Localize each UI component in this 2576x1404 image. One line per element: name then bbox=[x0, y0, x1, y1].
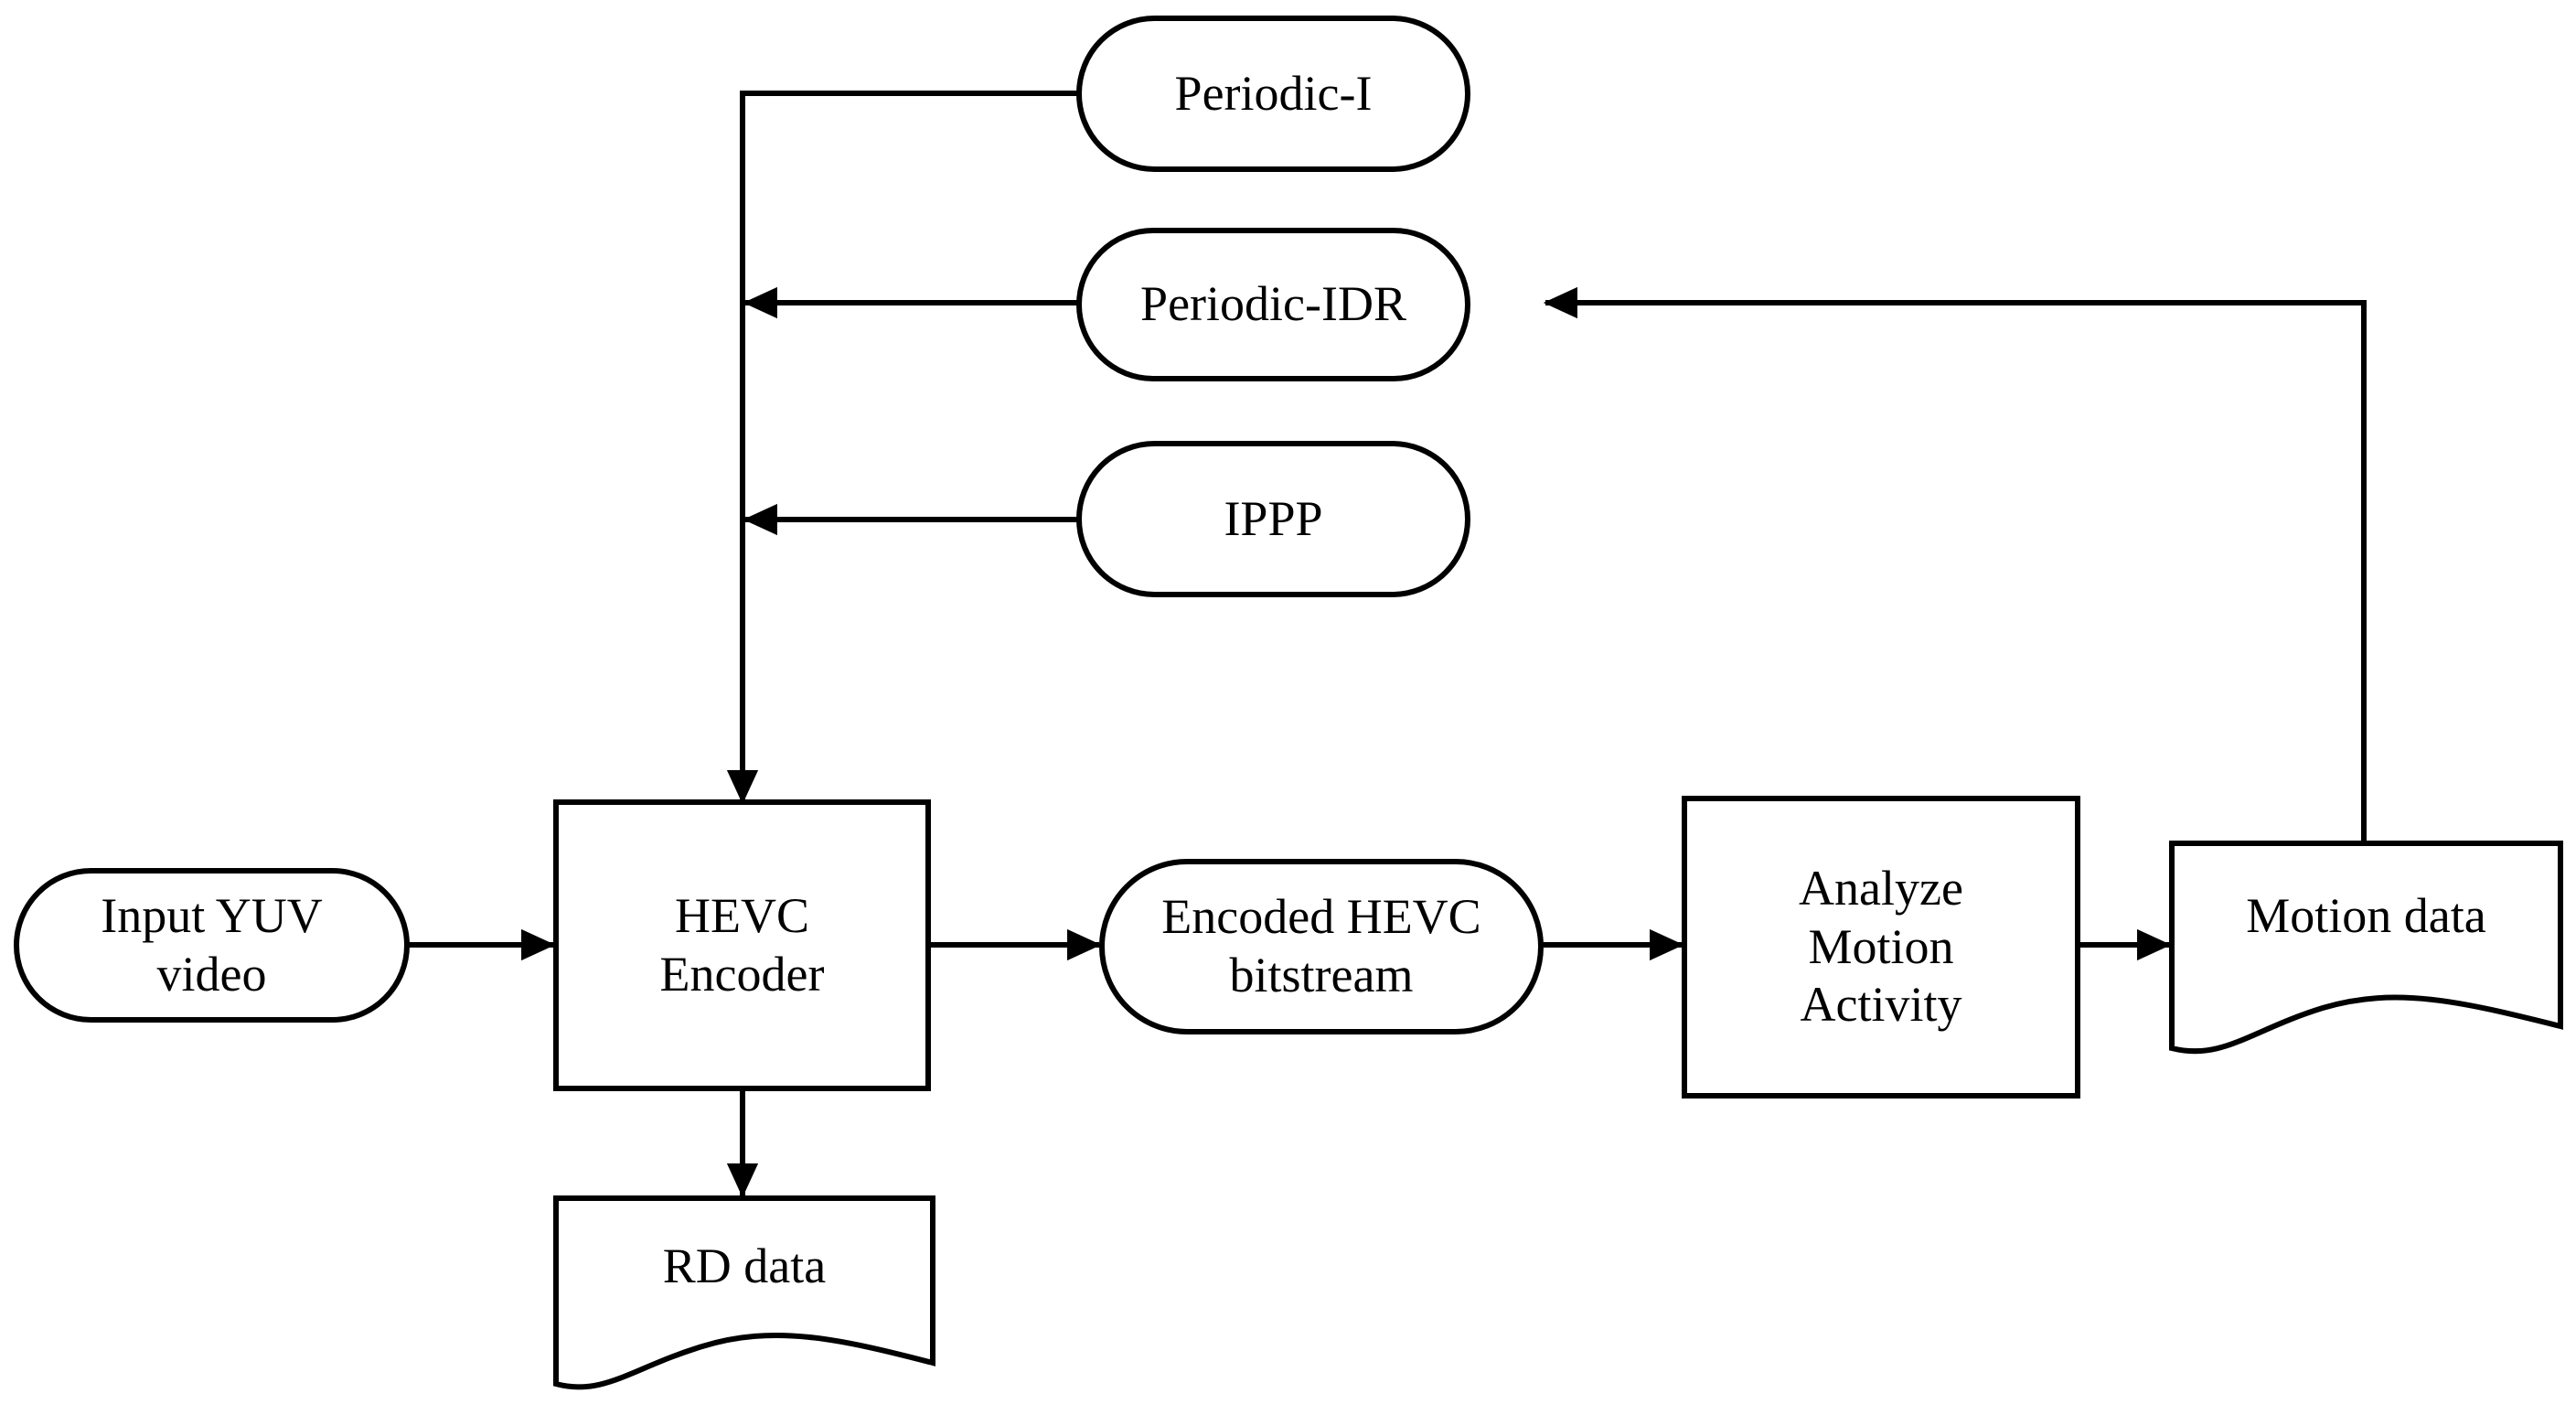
node-shape-periodic-i[interactable] bbox=[1076, 16, 1470, 172]
node-shape-ipps[interactable] bbox=[1076, 441, 1470, 597]
edge-periodic-i-to-encoder bbox=[726, 91, 1079, 805]
node-shape-motion-data[interactable] bbox=[2169, 841, 2563, 1055]
node-shape-periodic-idr[interactable] bbox=[1076, 228, 1470, 381]
node-shape-input-yuv-video[interactable] bbox=[14, 868, 410, 1023]
edge-motion-data-to-periodic-idr bbox=[1543, 286, 2367, 843]
node-shape-analyze-motion-activity[interactable] bbox=[1682, 796, 2080, 1099]
node-shape-encoded-hevc-bitstream[interactable] bbox=[1099, 859, 1544, 1034]
node-shape-rd-data[interactable] bbox=[553, 1195, 935, 1390]
node-shape-hevc-encoder[interactable] bbox=[553, 799, 931, 1091]
